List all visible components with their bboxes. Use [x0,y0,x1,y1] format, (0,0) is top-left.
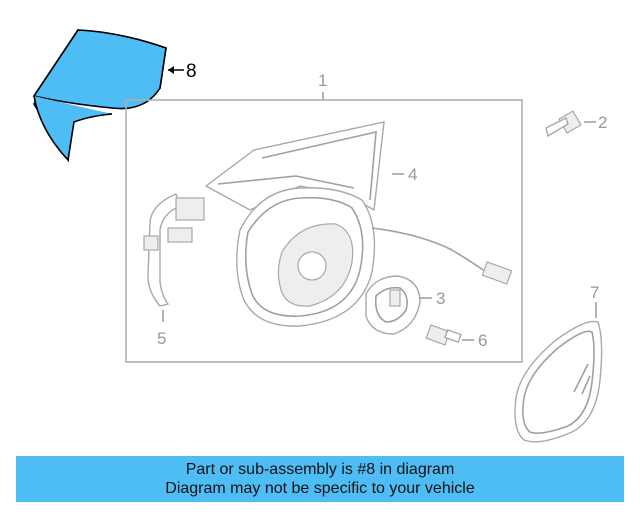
parts-diagram: 8 1 4 3 6 5 2 [32,29,607,443]
part-6-screw[interactable] [425,324,462,346]
callout-4: 4 [408,165,417,184]
callout-1: 1 [318,71,327,90]
part-4-mirror-housing[interactable] [204,121,513,327]
part-3-motor[interactable] [365,275,421,335]
callout-8: 8 [186,61,197,82]
info-banner: Part or sub-assembly is #8 in diagram Di… [16,456,624,502]
assembly-box [125,99,523,363]
callout-5: 5 [157,329,166,348]
part-5-harness[interactable] [143,193,205,307]
callout-2: 2 [598,113,607,132]
banner-line-2: Diagram may not be specific to your vehi… [165,480,475,497]
part-8-mirror-cover[interactable] [32,29,167,163]
callout-7: 7 [590,283,599,302]
part-2-bolt[interactable] [545,110,582,138]
callout-3: 3 [436,289,445,308]
banner-line-1: Part or sub-assembly is #8 in diagram [185,461,455,478]
part-7-mirror-glass[interactable] [514,320,603,443]
callout-6: 6 [478,331,487,350]
